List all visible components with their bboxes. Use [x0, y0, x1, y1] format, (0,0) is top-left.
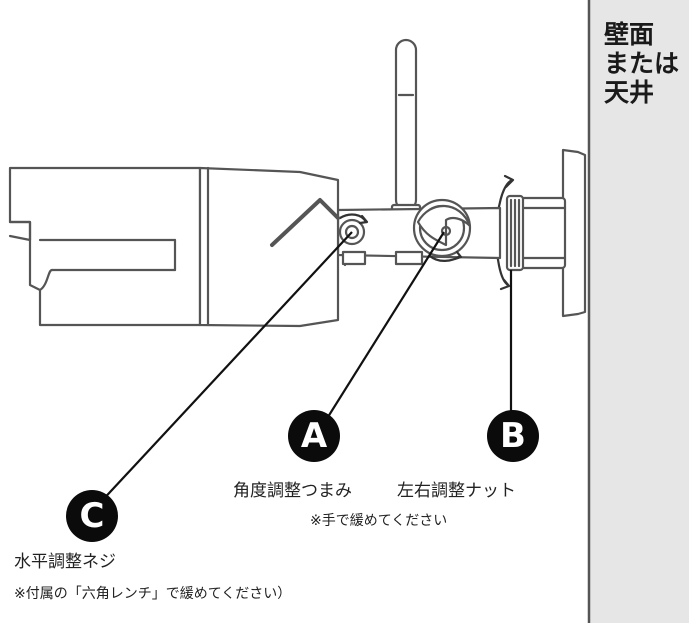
- left-right-nut: [495, 174, 525, 291]
- callout-b-title: 左右調整ナット: [397, 481, 516, 501]
- leader-lines: [97, 231, 513, 506]
- callout-c-note: ※付属の「六角レンチ」で緩めてください）: [14, 586, 292, 602]
- antenna: [390, 38, 422, 219]
- callout-a-badge: A: [288, 410, 340, 462]
- callout-ab-note: ※手で緩めてください: [310, 513, 448, 529]
- camera-body: [8, 166, 340, 328]
- wall-panel: [589, 0, 689, 623]
- pointer-hook: [270, 198, 340, 247]
- callout-a-title: 角度調整つまみ: [233, 481, 352, 501]
- wall-mount-base: [519, 148, 587, 318]
- leader-a: [315, 231, 445, 437]
- callout-b-badge: B: [487, 410, 539, 462]
- wall-label: 壁面 または 天井: [604, 20, 680, 107]
- callout-c-title: 水平調整ネジ: [14, 552, 116, 572]
- angle-knob: [412, 198, 472, 262]
- callout-c-badge: C: [66, 490, 118, 542]
- leader-c: [97, 231, 353, 506]
